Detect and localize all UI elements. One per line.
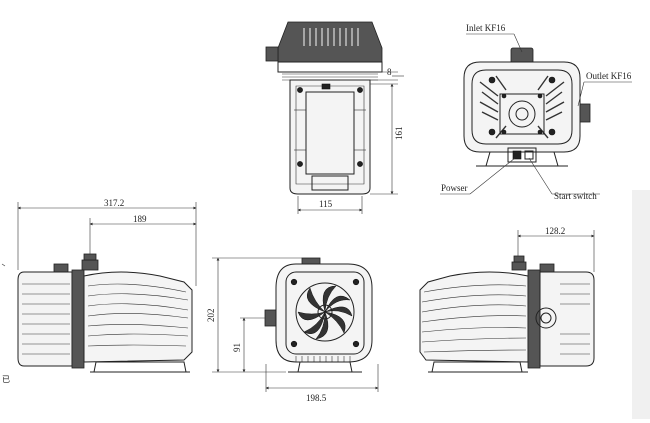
left-side-dimensions: [17, 202, 197, 286]
dim-right-offset: 128.2: [545, 226, 565, 236]
dim-left-total: 317.2: [104, 198, 124, 208]
label-power: Powser: [441, 183, 468, 193]
label-inlet: Inlet KF16: [466, 23, 506, 33]
dim-top-height: 161: [394, 127, 404, 141]
front-view-dimensions: [212, 257, 379, 392]
top-view-dimensions: [297, 71, 404, 214]
right-side-dimensions: [517, 230, 595, 272]
top-view-pump: [265, 21, 383, 195]
front-view-pump: [264, 257, 373, 373]
dim-top-width: 115: [319, 199, 333, 209]
dim-front-width: 198.5: [306, 393, 327, 403]
left-side-view-pump: [17, 253, 193, 373]
label-start-switch: Start switch: [554, 191, 597, 201]
dim-front-height: 202: [206, 309, 216, 323]
end-view-leaders: [440, 33, 632, 195]
dim-front-port: 91: [232, 343, 242, 352]
label-outlet: Outlet KF16: [586, 71, 632, 81]
right-edge-panel: [632, 190, 650, 419]
dim-left-inner: 189: [133, 214, 147, 224]
right-side-view-pump: [419, 255, 595, 373]
edge-glyph: 已: [2, 375, 10, 384]
end-view-pump: [463, 47, 591, 167]
dim-top-small: 8: [387, 67, 392, 77]
